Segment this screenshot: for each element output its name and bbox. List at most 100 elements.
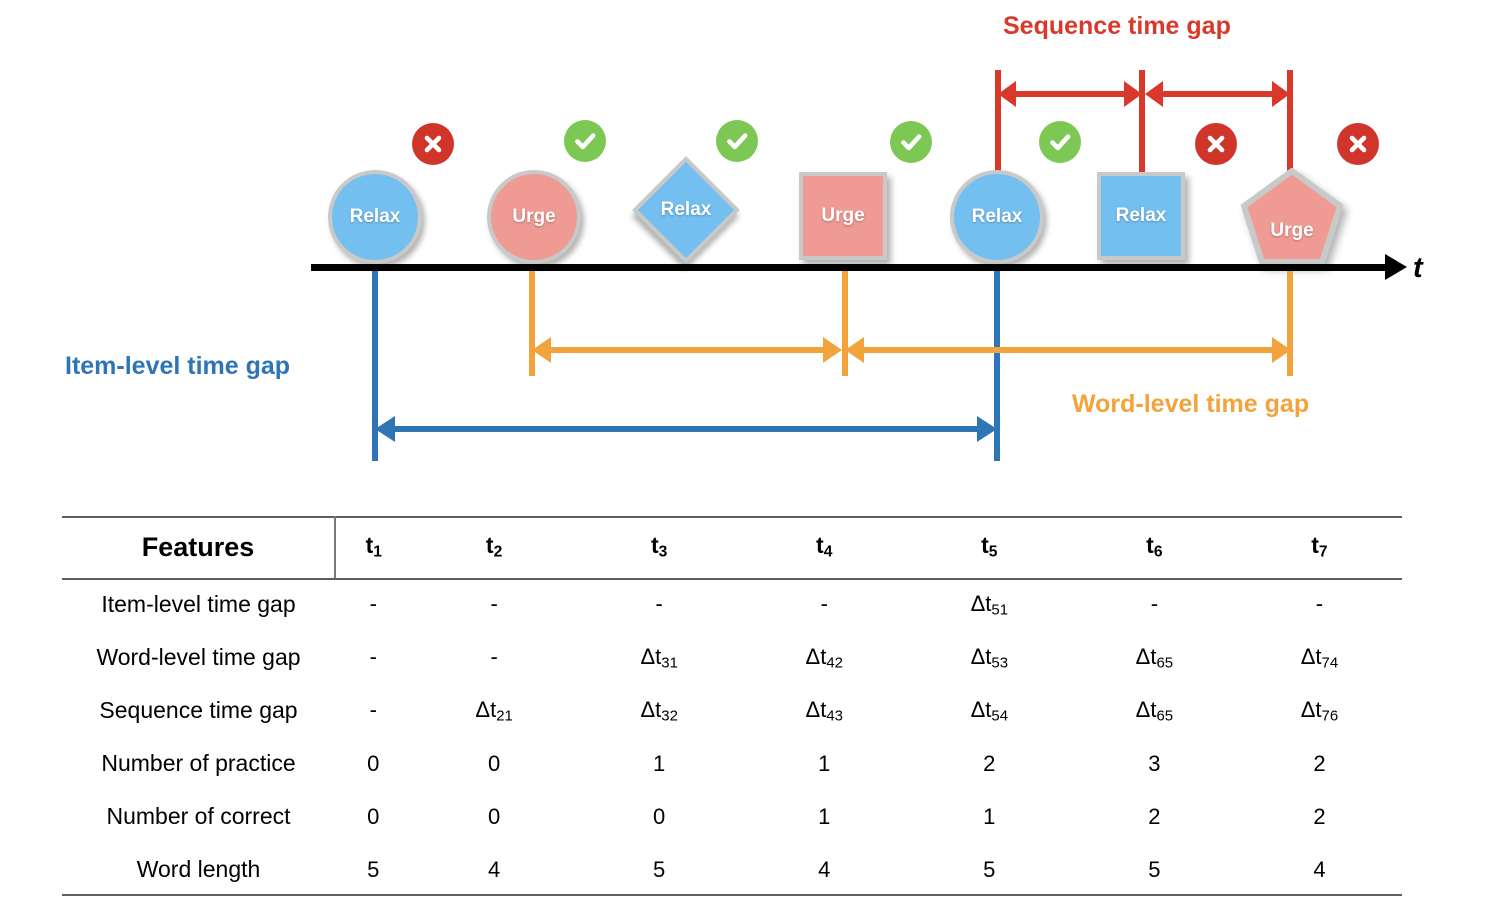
- cell: -: [742, 578, 907, 631]
- row-label-sequence-time-gap: Sequence time gap: [99, 697, 298, 723]
- cell-base: -: [369, 643, 377, 669]
- cell-base: -: [490, 590, 498, 616]
- timeline-diagram: Sequence time gap Relax Urge Relax Urge …: [65, 12, 1423, 461]
- cell-base: 5: [1148, 856, 1161, 882]
- timeline-node-3[interactable]: Relax: [632, 156, 740, 264]
- table-col-header-t3: t3: [577, 516, 742, 578]
- cell-base: -: [1150, 590, 1159, 616]
- col-head-sub: 2: [493, 543, 503, 561]
- timeline-node-5[interactable]: Relax: [950, 170, 1044, 264]
- cell: 1: [742, 737, 907, 790]
- cell-sub: 42: [826, 654, 843, 672]
- timeline-node-1-status-incorrect-icon: [412, 123, 454, 165]
- table-row: Word length 5 4 5 4 5 5 4: [62, 843, 1402, 896]
- cell: 0: [335, 790, 412, 843]
- tick-t4-word-level: [842, 271, 848, 376]
- cell-base: -: [1315, 590, 1324, 616]
- time-axis-arrowhead: [1385, 254, 1407, 280]
- cell: 5: [335, 843, 412, 896]
- cell-base: Δt: [1135, 643, 1157, 669]
- cell-base: 1: [653, 750, 666, 776]
- cell-base: Δt: [805, 643, 827, 669]
- col-head-base: t: [365, 532, 374, 559]
- row-label-number-of-correct: Number of correct: [106, 803, 291, 829]
- table-col-header-t4: t4: [742, 516, 907, 578]
- timeline-node-2[interactable]: Urge: [487, 170, 581, 264]
- timeline-node-7-label: Urge: [1270, 220, 1314, 241]
- cell: 0: [335, 737, 412, 790]
- cell-base: 4: [487, 856, 501, 882]
- cell: 5: [907, 843, 1072, 896]
- timeline-node-3-label: Relax: [660, 199, 712, 220]
- cell: 1: [907, 790, 1072, 843]
- item-level-gap-arrow: [392, 426, 979, 432]
- cell: Δt65: [1072, 684, 1237, 737]
- cell-base: 0: [487, 750, 501, 776]
- table-row: Number of correct 0 0 0 1 1 2 2: [62, 790, 1402, 843]
- cell-base: 5: [983, 856, 996, 882]
- cell: -: [412, 578, 577, 631]
- timeline-node-1[interactable]: Relax: [328, 170, 422, 264]
- cell-base: 5: [367, 856, 380, 882]
- cell: 4: [742, 843, 907, 896]
- sequence-gap-arrow-2-head-left: [1145, 81, 1163, 107]
- col-head-sub: 6: [1153, 543, 1163, 561]
- word-level-gap-arrow-2-head-left: [845, 337, 864, 363]
- col-head-sub: 4: [823, 543, 833, 561]
- cell-sub: 53: [991, 654, 1009, 672]
- cell-base: -: [490, 643, 498, 669]
- cell-sub: 76: [1321, 707, 1339, 725]
- cell: 2: [1237, 737, 1402, 790]
- item-level-gap-arrow-head-left: [375, 416, 395, 442]
- timeline-node-6[interactable]: Relax: [1097, 172, 1185, 260]
- col-head-sub: 1: [373, 543, 382, 561]
- col-head-base: t: [816, 532, 824, 559]
- cell: 4: [1237, 843, 1402, 896]
- sequence-tick-line-mid: [1139, 70, 1145, 230]
- timeline-node-4[interactable]: Urge: [799, 172, 887, 260]
- cell-base: Δt: [970, 590, 992, 616]
- cell: -: [577, 578, 742, 631]
- word-level-gap-arrow-2-head-right: [1272, 337, 1291, 363]
- table-row: Item-level time gap - - - - Δt51 - -: [62, 578, 1402, 631]
- item-level-time-gap-label: Item-level time gap: [65, 352, 291, 380]
- features-table: Features t1 t2 t3 t4 t5 t6 t7 Item-level…: [62, 516, 1402, 896]
- tick-t2-word-level: [529, 271, 535, 376]
- cell: -: [1237, 578, 1402, 631]
- cell-base: Δt: [1135, 696, 1157, 722]
- cell: Δt76: [1237, 684, 1402, 737]
- cell-base: 0: [653, 803, 666, 829]
- cell: 1: [742, 790, 907, 843]
- cell-base: Δt: [970, 696, 992, 722]
- cell-base: -: [369, 590, 377, 616]
- col-head-sub: 7: [1318, 543, 1328, 561]
- tick-t1-item-level: [372, 271, 378, 461]
- time-axis-line: [311, 264, 1391, 271]
- word-level-gap-arrow-1-head-left: [532, 337, 551, 363]
- cell: -: [335, 684, 412, 737]
- sequence-gap-arrow-2-head-right: [1272, 81, 1290, 107]
- cell-base: -: [369, 696, 377, 722]
- table-bottom-rule: [62, 894, 1402, 896]
- cell: Δt43: [742, 684, 907, 737]
- cell: 5: [1072, 843, 1237, 896]
- cell: Δt31: [577, 631, 742, 684]
- cell: 3: [1072, 737, 1237, 790]
- cell-base: 2: [1313, 803, 1326, 829]
- sequence-gap-arrow-1-head-left: [998, 81, 1016, 107]
- col-head-base: t: [981, 532, 989, 559]
- cell: -: [1072, 578, 1237, 631]
- table-header-rule: [62, 578, 1402, 580]
- word-level-time-gap-label: Word-level time gap: [1072, 390, 1310, 418]
- timeline-node-7[interactable]: Urge: [1240, 168, 1344, 266]
- item-level-gap-arrow-head-right: [977, 416, 997, 442]
- cell: Δt65: [1072, 631, 1237, 684]
- cell: 1: [577, 737, 742, 790]
- cell: Δt42: [742, 631, 907, 684]
- row-label-word-length: Word length: [136, 856, 261, 882]
- cell: -: [335, 631, 412, 684]
- col-head-base: t: [1146, 532, 1154, 559]
- sequence-gap-arrow-1-head-right: [1124, 81, 1142, 107]
- word-level-gap-arrow-1-head-right: [823, 337, 842, 363]
- cell-sub: 31: [661, 654, 678, 672]
